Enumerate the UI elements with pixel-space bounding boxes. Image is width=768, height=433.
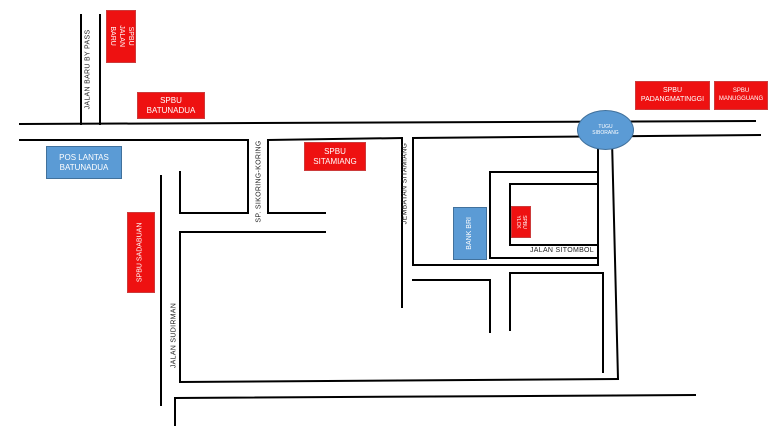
spbu-sadabuan-marker[interactable]: SPBU SADABUAN bbox=[127, 212, 155, 293]
jalan-sudirman-label: JALAN SUDIRMAN bbox=[170, 302, 178, 369]
spbu-jalan-baru-label: SPBU JALAN BARU bbox=[109, 25, 135, 48]
bank-bri-label: BANK BRI bbox=[465, 217, 473, 250]
spbu-jalan-baru-marker[interactable]: SPBU JALAN BARU bbox=[106, 10, 136, 63]
spbu-ylck-label: SPBU YLCK bbox=[515, 215, 527, 229]
jalan-baru-bypass-label: JALAN BARU BY PASS bbox=[84, 29, 92, 110]
spbu-sitamiang-marker[interactable]: SPBU SITAMIANG bbox=[304, 142, 366, 171]
right-road bbox=[610, 138, 620, 381]
pos-lantas-marker[interactable]: POS LANTAS BATUNADUA bbox=[46, 146, 122, 179]
spbu-batunadua-marker[interactable]: SPBU BATUNADUA bbox=[137, 92, 205, 119]
main-road-bottom-edge bbox=[19, 139, 249, 214]
main-road-top-edge bbox=[18, 119, 757, 126]
spbu-sadabuan-label: SPBU SADABUAN bbox=[136, 222, 144, 283]
tugu-siborang-marker[interactable]: TUGU SIBORANG bbox=[577, 110, 634, 150]
jalan-sitombol-label: JALAN SITOMBOL bbox=[530, 247, 594, 254]
jembatan-sitamiang-label: JEMBATAN SITAMIANG bbox=[401, 142, 409, 225]
bank-bri-marker[interactable]: BANK BRI bbox=[453, 207, 487, 260]
spbu-manunggang-marker[interactable]: SPBU MANUGGUANG bbox=[714, 81, 768, 110]
spbu-padangmatinggi-marker[interactable]: SPBU PADANGMATINGGI bbox=[635, 81, 710, 110]
spbu-ylck-marker[interactable]: SPBU YLCK bbox=[511, 206, 531, 238]
sp-sikoring-label: SP. SIKORING-KORING bbox=[255, 140, 263, 223]
